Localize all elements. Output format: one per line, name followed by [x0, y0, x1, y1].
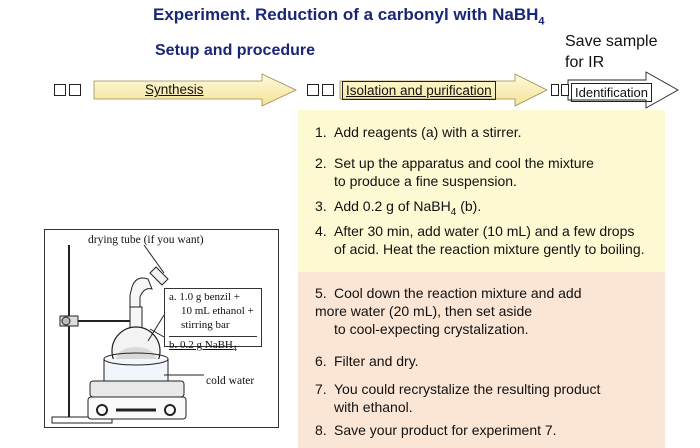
step-4: 4. After 30 min, add water (10 mL) and a …	[315, 222, 645, 258]
step-text-continued-2: to cool-expecting crystalization.	[334, 321, 529, 337]
identification-arrow	[567, 71, 679, 109]
step-1: 1. Add reagents (a) with a stirrer.	[315, 123, 522, 141]
step-6: 6. Filter and dry.	[315, 352, 419, 370]
step-5: 5. Cool down the reaction mixture and add…	[315, 284, 581, 338]
page-title: Experiment. Reduction of a carbonyl with…	[153, 5, 545, 27]
page-subtitle: Setup and procedure	[155, 42, 316, 59]
step-text: Filter and dry.	[334, 353, 419, 369]
title-text: Experiment. Reduction of a carbonyl with…	[153, 5, 539, 24]
reagent-b-pointer	[149, 328, 165, 338]
reagent-b-line: b. 0.2 g NaBH4	[169, 336, 257, 356]
step-text: Add reagents (a) with a stirrer.	[334, 124, 522, 140]
step-number: 2.	[315, 155, 327, 171]
step-text: Set up the apparatus and cool the mixtur…	[334, 155, 594, 171]
stir-plate-top	[89, 380, 185, 398]
save-sample-note: Save sample for IR	[565, 31, 658, 73]
synthesis-arrow	[93, 73, 297, 107]
step-number: 4.	[315, 223, 327, 239]
step-text-continued: to produce a fine suspension.	[334, 173, 517, 189]
save-note-line-1: Save sample	[565, 33, 658, 50]
save-note-line-2: for IR	[565, 54, 605, 71]
identification-checkbox-1[interactable]	[551, 84, 559, 96]
reagent-b-text: b. 0.2 g NaBH	[169, 339, 233, 351]
stage-synthesis-label: Synthesis	[145, 82, 204, 97]
drying-tube-pointer	[143, 244, 165, 274]
stir-knob-left	[96, 404, 108, 416]
step-7: 7. You could recrystalize the resulting p…	[315, 380, 600, 416]
reagent-a-pointer	[147, 314, 165, 342]
adapter	[129, 277, 153, 310]
step-number: 6.	[315, 353, 327, 369]
step-text: After 30 min, add water (10 mL) and a fe…	[334, 223, 635, 239]
stand-base	[51, 416, 113, 424]
reagent-box: a. 1.0 g benzil + 10 mL ethanol + stirri…	[164, 288, 262, 353]
drying-tube-label: drying tube (if you want)	[88, 234, 204, 246]
isolation-checkbox-2[interactable]	[322, 84, 334, 96]
ice-bath-rim	[103, 352, 169, 366]
step-text: Cool down the reaction mixture and add	[334, 285, 582, 301]
isolation-checkbox-1[interactable]	[307, 84, 319, 96]
step-text-end: (b).	[456, 198, 482, 214]
synthesis-checkbox-1[interactable]	[54, 84, 66, 96]
step-number: 1.	[315, 124, 327, 140]
procedure-panel-bottom	[298, 272, 665, 448]
identification-checkbox-2[interactable]	[561, 84, 569, 96]
step-text: Save your product for experiment 7.	[334, 422, 557, 438]
procedure-panel-top	[298, 110, 665, 272]
title-subscript: 4	[538, 15, 545, 28]
step-text-continued: of acid. Heat the reaction mixture gentl…	[334, 241, 645, 257]
step-8: 8. Save your product for experiment 7.	[315, 421, 557, 439]
drying-tube	[149, 266, 169, 286]
stir-plate-body	[87, 396, 187, 420]
synthesis-checkbox-2[interactable]	[69, 84, 81, 96]
step-number: 5.	[315, 285, 327, 301]
reagent-a-line-2: 10 mL ethanol +	[181, 305, 254, 317]
reagent-b-subscript: 4	[232, 344, 237, 354]
step-text-continued: more water (20 mL), then set aside	[315, 303, 533, 319]
step-text-subscript: 4	[450, 206, 457, 218]
step-number: 3.	[315, 198, 327, 214]
step-3: 3. Add 0.2 g of NaBH4 (b).	[315, 197, 481, 222]
step-number: 7.	[315, 381, 327, 397]
stir-knob-right	[164, 404, 176, 416]
clamp-knob	[61, 316, 71, 326]
cold-water-label: cold water	[206, 375, 255, 387]
reagent-a-line-3: stirring bar	[181, 319, 230, 331]
step-text: Add 0.2 g of NaBH	[334, 198, 451, 214]
stage-identification-label: Identification	[571, 83, 652, 102]
reagent-a-line-1: a. 1.0 g benzil +	[169, 291, 240, 303]
flask-neck	[129, 306, 143, 330]
apparatus-drawing	[51, 244, 204, 424]
step-text: You could recrystalize the resulting pro…	[334, 381, 601, 397]
step-number: 8.	[315, 422, 327, 438]
step-2: 2. Set up the apparatus and cool the mixt…	[315, 154, 594, 190]
stage-isolation-text: Isolation and purification	[346, 83, 492, 98]
stage-isolation-label: Isolation and purification	[342, 81, 496, 100]
step-text-continued: with ethanol.	[334, 399, 413, 415]
